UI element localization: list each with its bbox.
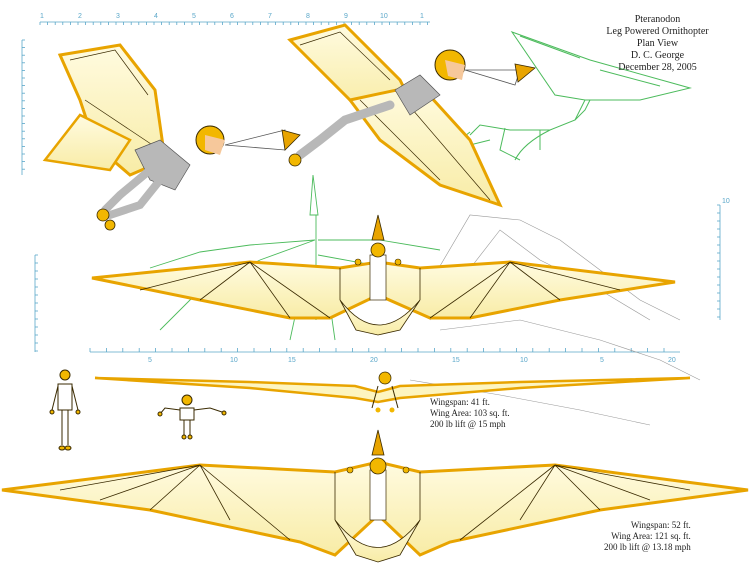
- plan-view-wing-52ft: [1, 429, 749, 563]
- ruler-tick-label: 5: [600, 357, 604, 364]
- ruler-tick-label: 7: [268, 13, 272, 20]
- mid-ruler: [34, 204, 721, 353]
- spec-wingspan: Wingspan: 41 ft.: [430, 397, 490, 407]
- spec-wing-area: Wing Area: 103 sq. ft.: [430, 408, 510, 418]
- ruler-tick-label: 10: [722, 198, 730, 205]
- pilot-with-wing-left: [42, 43, 301, 231]
- plan-view-wing-41ft: [91, 214, 676, 336]
- ruler-tick-label: 8: [306, 13, 310, 20]
- spec-lift: 200 lb lift @ 15 mph: [430, 419, 506, 429]
- spec-wing-area: Wing Area: 121 sq. ft.: [611, 531, 691, 541]
- spec-block-52ft: Wingspan: 52 ft. Wing Area: 121 sq. ft. …: [604, 520, 691, 553]
- ruler-tick-label: 20: [370, 357, 378, 364]
- mid-ruler-labels: 5 10 15 20 15 10 5 20 10: [148, 198, 730, 364]
- ruler-tick-label: 1: [40, 13, 44, 20]
- spec-wingspan: Wingspan: 52 ft.: [630, 520, 691, 530]
- pteranodon-skeleton-side: [459, 31, 692, 161]
- title-line: December 28, 2005: [618, 62, 697, 73]
- ruler-tick-label: 20: [668, 357, 676, 364]
- ruler-tick-label: 15: [288, 357, 296, 364]
- top-ruler-labels: 1 2 3 4 5 6 7 8 9 10 1: [40, 13, 424, 20]
- title-line: Pteranodon: [634, 14, 681, 25]
- spec-block-41ft: Wingspan: 41 ft. Wing Area: 103 sq. ft. …: [430, 397, 510, 430]
- title-line: D. C. George: [630, 50, 685, 61]
- ruler-tick-label: 5: [148, 357, 152, 364]
- title-line: Plan View: [636, 38, 679, 49]
- title-line: Leg Powered Ornithopter: [606, 26, 709, 37]
- ruler-tick-label: 15: [452, 357, 460, 364]
- stick-figure-standing: [49, 369, 81, 451]
- ruler-tick-label: 10: [520, 357, 528, 364]
- ruler-tick-label: 1: [420, 13, 424, 20]
- ruler-tick-label: 6: [230, 13, 234, 20]
- ruler-tick-label: 4: [154, 13, 158, 20]
- ruler-tick-label: 5: [192, 13, 196, 20]
- ruler-tick-label: 10: [380, 13, 388, 20]
- title-block: Pteranodon Leg Powered Ornithopter Plan …: [600, 14, 715, 74]
- pilot-with-wing-right: [287, 23, 536, 208]
- top-ruler: [21, 21, 430, 175]
- spec-lift: 200 lb lift @ 13.18 mph: [604, 542, 691, 552]
- front-view-wing: [94, 371, 691, 413]
- stick-figure-arms-out: [157, 394, 227, 440]
- ruler-tick-label: 9: [344, 13, 348, 20]
- ruler-tick-label: 2: [78, 13, 82, 20]
- ruler-tick-label: 3: [116, 13, 120, 20]
- ruler-tick-label: 10: [230, 357, 238, 364]
